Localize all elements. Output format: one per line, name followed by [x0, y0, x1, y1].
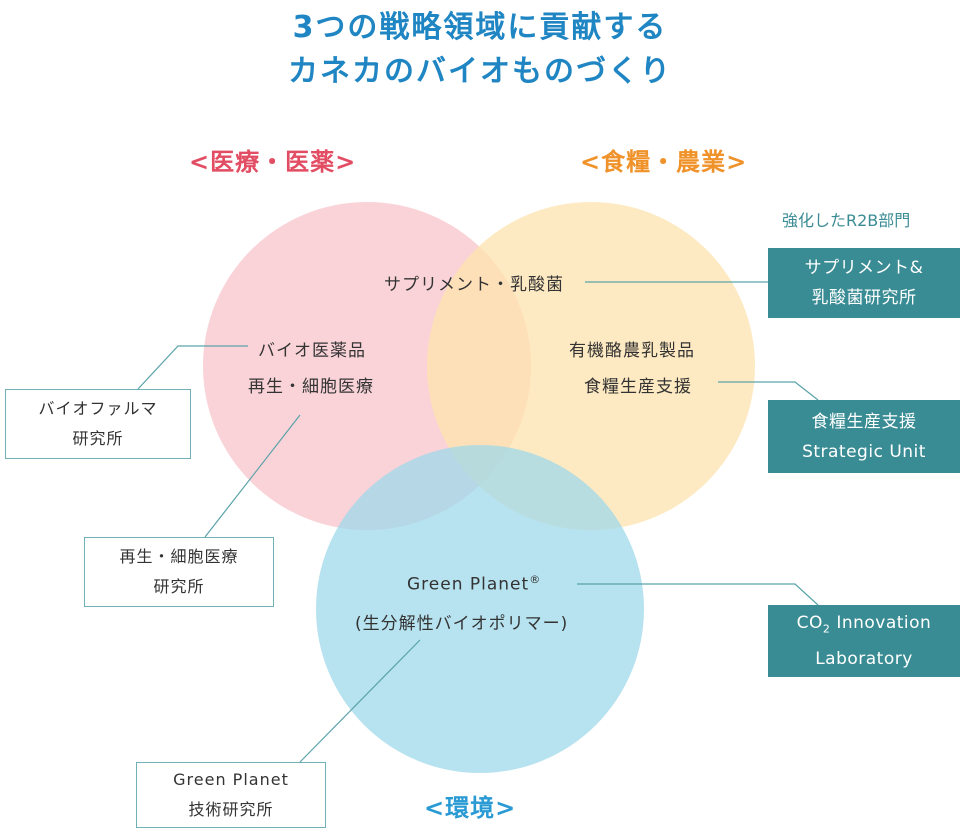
page-title-line2: カネカのバイオものづくり	[288, 54, 672, 89]
box-regen-line1: 再生・細胞医療	[119, 547, 239, 566]
label-biopharma: バイオ医薬品	[258, 341, 366, 361]
page-title-line1: 3つの戦略領域に貢献する	[292, 10, 668, 45]
category-medical: <医療・医薬>	[189, 148, 357, 176]
box-regen-line2: 研究所	[153, 577, 205, 596]
connector-co2	[577, 583, 819, 606]
r2b-heading: 強化したR2B部門	[782, 211, 911, 230]
box-food-support-unit: 食糧生産支援 Strategic Unit	[768, 400, 960, 473]
connector-greenplanet	[299, 639, 421, 763]
label-food-support: 食糧生産支援	[584, 377, 692, 397]
box-co2-line1: CO2 Innovation	[797, 608, 932, 644]
label-green-planet: Green Planet®	[407, 573, 541, 595]
registered-mark: ®	[529, 573, 542, 586]
box-biopharma-line1: バイオファルマ	[38, 399, 158, 418]
box-biopharma-line2: 研究所	[72, 429, 124, 448]
box-co2-lab: CO2 Innovation Laboratory	[768, 605, 960, 677]
connector-biopharma	[137, 345, 248, 390]
box-regen-lab: 再生・細胞医療 研究所	[84, 537, 274, 607]
box-biopharma-lab: バイオファルマ 研究所	[5, 389, 191, 459]
label-organic-dairy: 有機酪農乳製品	[569, 341, 695, 361]
label-biodegradable-polymer: (生分解性バイオポリマー)	[355, 614, 569, 634]
label-regen-medicine: 再生・細胞医療	[248, 377, 374, 397]
box-greenplanet-line1: Green Planet	[173, 770, 289, 789]
box-greenplanet-lab: Green Planet 技術研究所	[136, 762, 326, 828]
box-food-support-line1: 食糧生産支援	[811, 411, 917, 432]
box-co2-line2: Laboratory	[815, 649, 913, 670]
connector-food-support	[718, 381, 819, 401]
box-food-support-line2: Strategic Unit	[802, 441, 926, 462]
box-supplement-line1: サプリメント&	[804, 258, 924, 278]
label-green-planet-text: Green Planet	[407, 574, 530, 595]
box-supplement-lab: サプリメント& 乳酸菌研究所	[768, 248, 960, 318]
box-supplement-line2: 乳酸菌研究所	[811, 288, 917, 308]
innovation-text: Innovation	[830, 612, 932, 633]
category-environment: <環境>	[424, 794, 517, 822]
box-greenplanet-line2: 技術研究所	[188, 800, 274, 819]
co2-subscript: 2	[822, 622, 831, 636]
category-food: <食糧・農業>	[580, 148, 748, 176]
connector-regen	[204, 414, 301, 538]
co2-text: CO	[796, 612, 823, 633]
environment-circle	[316, 445, 644, 773]
label-supplement-lactic: サプリメント・乳酸菌	[384, 275, 564, 295]
